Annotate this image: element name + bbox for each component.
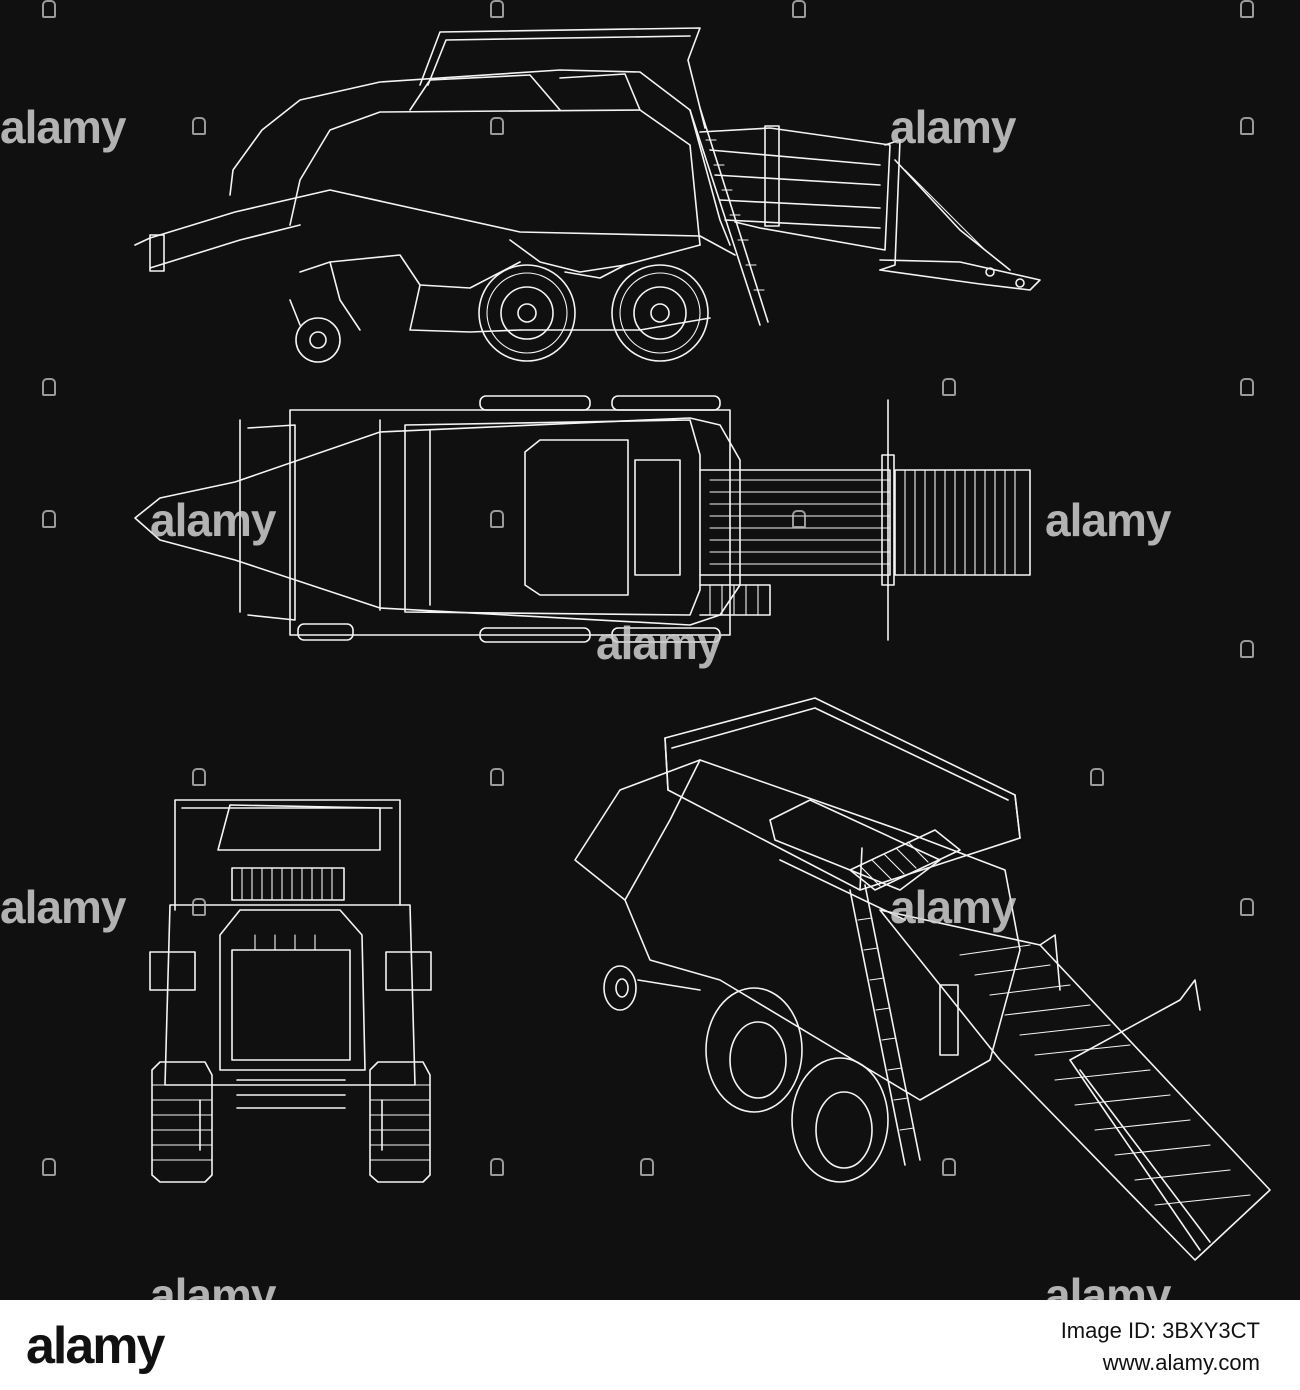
watermark-text: alamy [150,494,276,546]
lock-icon [490,1158,504,1176]
lock-icon [640,1158,654,1176]
side-view [134,27,1041,363]
lock-icon [1090,768,1104,786]
lock-icon [490,0,504,18]
watermark-text: alamy [596,617,722,669]
lock-icon [1240,0,1254,18]
lock-icon [1240,117,1254,135]
lock-icon [192,117,206,135]
baler-drawing [134,27,1271,1261]
lock-icon [1240,640,1254,658]
lock-icon [1240,378,1254,396]
lock-icon [942,378,956,396]
watermark-text: alamy [890,101,1016,153]
top-view [134,395,1031,643]
lock-icon [1240,898,1254,916]
lock-icon [792,510,806,528]
lock-icon [192,898,206,916]
watermark-text: alamy [0,881,126,933]
lock-icon [42,1158,56,1176]
watermark-text: alamy [890,881,1016,933]
lock-icon [942,1158,956,1176]
lock-icon [42,378,56,396]
lock-icon [192,768,206,786]
lock-icon [42,510,56,528]
lock-icon [490,510,504,528]
lock-icon [490,768,504,786]
watermark-text: alamy [0,101,126,153]
footer-logo[interactable]: alamy [26,1317,165,1375]
watermark-text: alamy [1045,494,1171,546]
lock-icon [490,117,504,135]
footer-bar: alamy Image ID: 3BXY3CT www.alamy.com [0,1300,1300,1390]
lock-icon [792,0,806,18]
front-view [149,799,432,1183]
image-id-label: Image ID: 3BXY3CT [1060,1318,1260,1343]
isometric-view [574,697,1271,1261]
blueprint-canvas: alamy alamy alamy alamy alamy alamy alam… [0,0,1300,1318]
footer-url[interactable]: www.alamy.com [1102,1350,1260,1375]
lock-icon [42,0,56,18]
